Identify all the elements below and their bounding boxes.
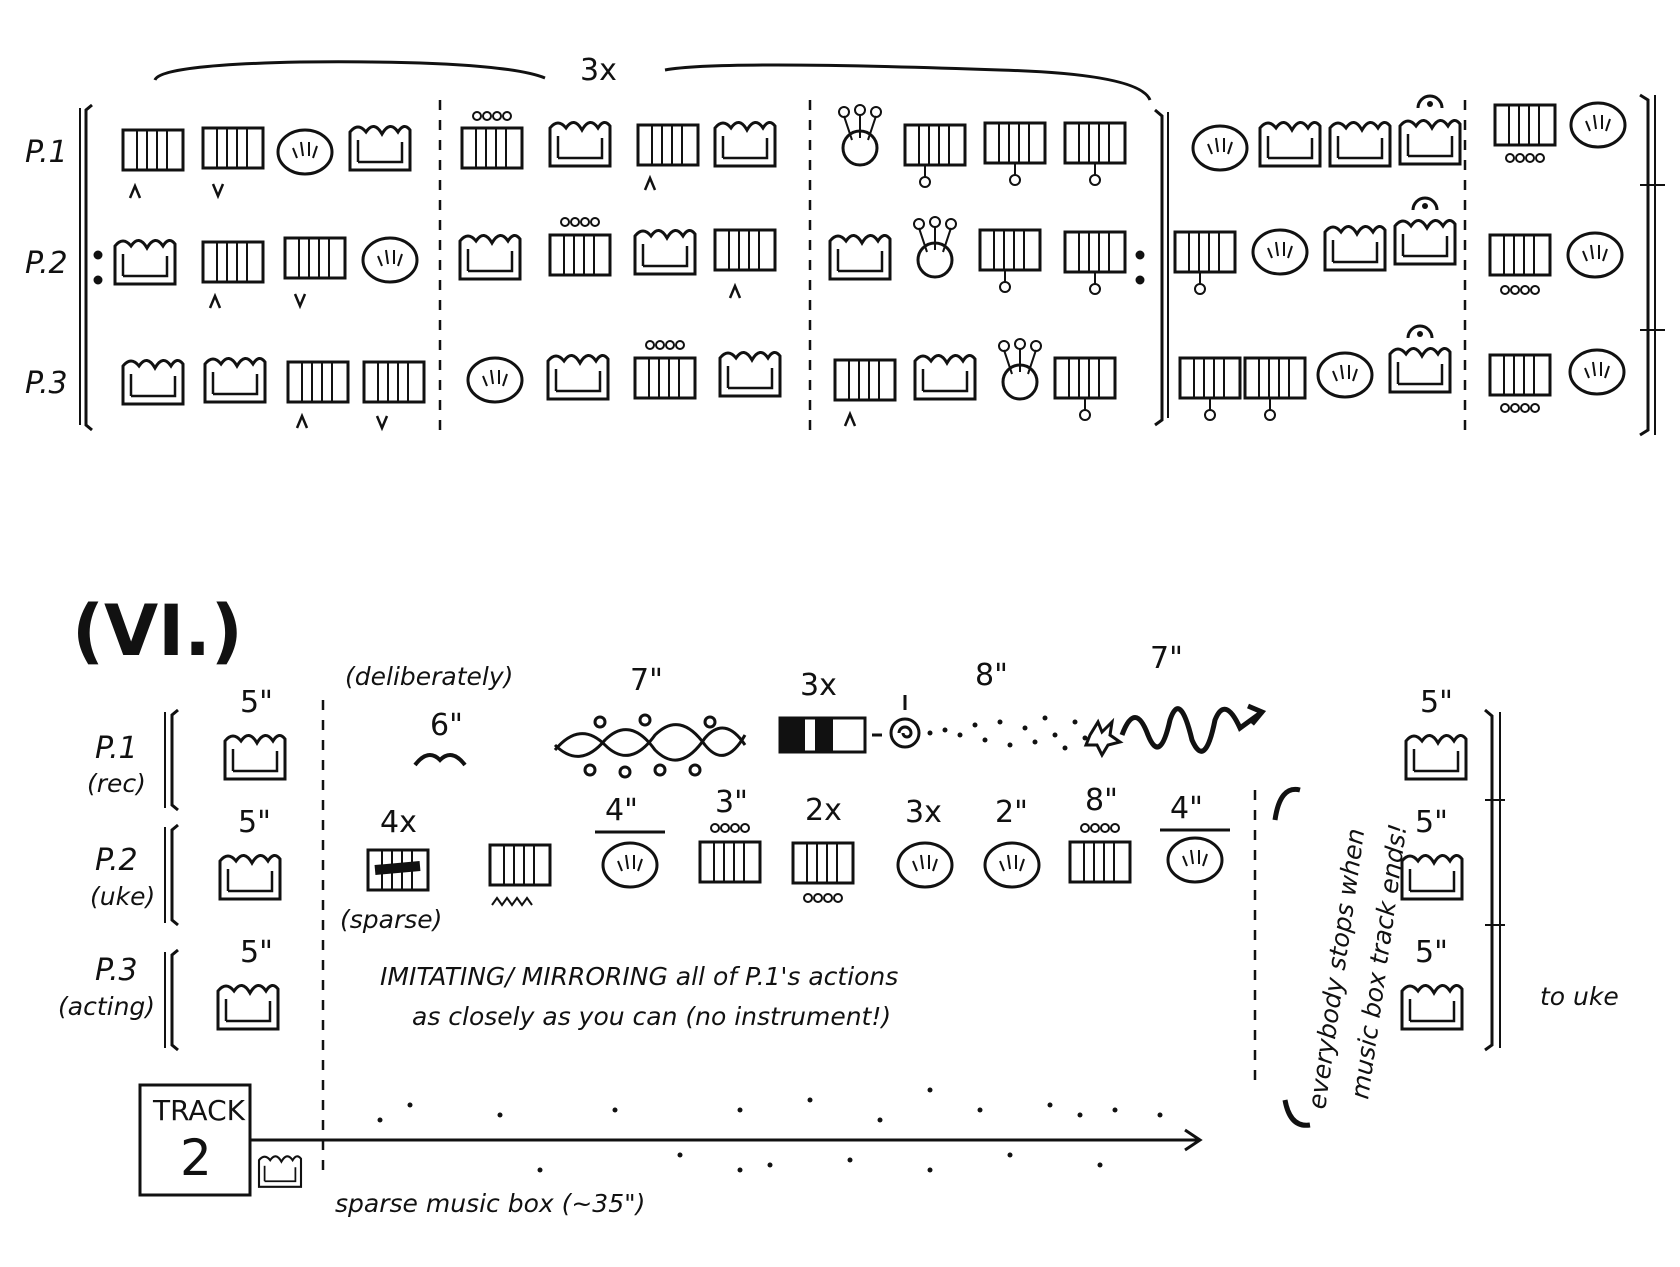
player-name: P.2 — [95, 843, 138, 878]
underbar-disc — [595, 830, 665, 889]
duration-label: 8" — [975, 658, 1008, 693]
row-p1-symbols — [121, 94, 1627, 200]
track-label: TRACK — [152, 1094, 246, 1127]
to-uke-note: to uke — [1540, 982, 1619, 1011]
section-numeral: (VI.) — [72, 590, 243, 672]
duration-label: 7" — [1150, 641, 1183, 676]
spiral-gesture — [889, 695, 921, 749]
bird-gesture — [413, 753, 467, 767]
striped-box-gesture — [778, 716, 867, 754]
star-burst-gesture — [1083, 717, 1124, 759]
player-role: (uke) — [90, 882, 155, 911]
player-label: P.2 — [25, 246, 68, 281]
duration-label: 5" — [240, 685, 273, 720]
player-label: P.1 — [25, 135, 68, 170]
player-labels-1: P.1 P.2 P.3 — [25, 135, 68, 401]
underbar-disc — [1160, 828, 1230, 884]
stop-note: everybody stops when music box track end… — [1272, 786, 1413, 1128]
p2-label: 4x — [380, 805, 417, 840]
player-name: P.1 — [95, 731, 138, 766]
duration-label: 5" — [1420, 685, 1453, 720]
player-role: (acting) — [58, 992, 155, 1021]
p3-instruction-line-1: IMITATING/ MIRRORING all of P.1's action… — [380, 962, 898, 991]
crossed-box — [366, 848, 430, 892]
duration-label: 5" — [240, 935, 273, 970]
duration-label: 5" — [1415, 805, 1448, 840]
squiggle-arrow-gesture — [1119, 703, 1267, 754]
vine-gesture — [553, 713, 747, 779]
p1-gestures: (deliberately) 6" 7" 3x 8" — [345, 641, 1267, 779]
duration-label: 7" — [630, 663, 663, 698]
row-p2-symbols — [113, 196, 1624, 310]
dotted-spray-gesture — [927, 715, 1088, 751]
duration-label: 3x — [800, 668, 837, 703]
system-barlines-1 — [79, 93, 1665, 437]
deliberately-note: (deliberately) — [345, 662, 513, 691]
player-role: (rec) — [87, 769, 146, 798]
tremolo-mark — [491, 896, 533, 907]
player-name: P.3 — [95, 953, 138, 988]
ending-durations: 5" 5" 5" — [1400, 685, 1468, 1031]
track-number: 2 — [180, 1129, 212, 1187]
player-labels-2: P.1 (rec) P.2 (uke) P.3 (acting) — [58, 731, 155, 1021]
repeat-label: 3x — [580, 53, 617, 88]
p2-label: 2" — [995, 795, 1028, 830]
player-label: P.3 — [25, 366, 68, 401]
duration-label: 5" — [238, 805, 271, 840]
row-p3-symbols — [121, 324, 1626, 430]
p2-label: 2x — [805, 793, 842, 828]
p2-label: 8" — [1085, 783, 1118, 818]
repeat-brace: 3x — [153, 53, 1152, 101]
p2-gestures: 4x (sparse) 4" 3" 2x 3x 2" 8" 4" — [340, 783, 1230, 934]
p2-label: 3x — [905, 795, 942, 830]
opening-durations: 5" 5" 5" — [216, 685, 287, 1031]
music-box-timeline: sparse music box (~35") — [250, 1087, 1203, 1218]
p2-label: 4" — [1170, 791, 1203, 826]
system-barlines-2 — [164, 700, 1505, 1180]
duration-label: 6" — [430, 708, 463, 743]
p2-label: 3" — [715, 785, 748, 820]
duration-label: 5" — [1415, 935, 1448, 970]
music-box-note: sparse music box (~35") — [335, 1189, 645, 1218]
track-2-box: TRACK 2 — [138, 1083, 252, 1197]
sparse-note: (sparse) — [340, 905, 442, 934]
p3-instruction-line-2: as closely as you can (no instrument!) — [412, 1002, 891, 1031]
p2-label: 4" — [605, 793, 638, 828]
